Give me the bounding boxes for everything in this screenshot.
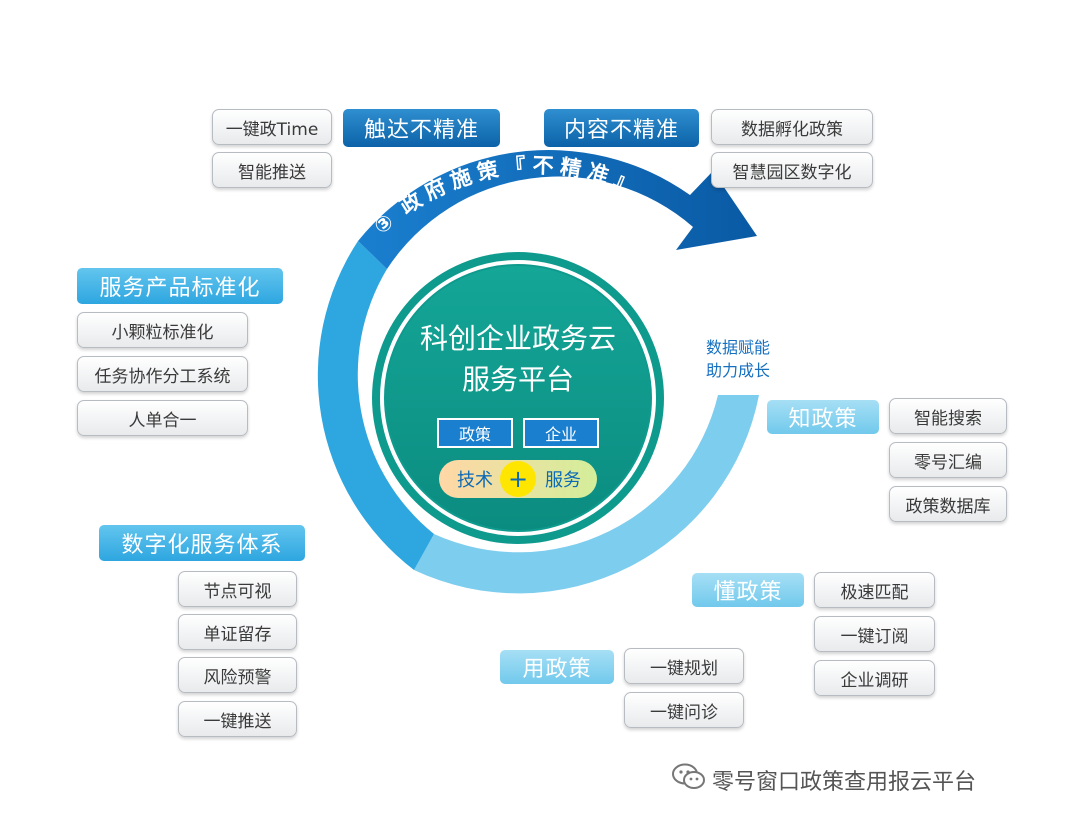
watermark-text: 零号窗口政策查用报云平台 (712, 770, 977, 795)
item-one-click-diagnose: 一键问诊 (624, 692, 744, 728)
wechat-icon (672, 763, 706, 797)
ring-segment-left (317, 241, 434, 570)
arc-left-number: ② (293, 296, 324, 327)
label-reach-imprecise: 触达不精准 (343, 109, 500, 147)
item-one-click-time: 一键政Time (212, 109, 332, 145)
item-person-order-unity: 人单合一 (77, 400, 248, 436)
note-line2: 助力成长 (706, 361, 771, 380)
item-one-click-push: 一键推送 (178, 701, 297, 737)
tag-policy (437, 418, 513, 448)
tag-enterprise-text: 企业 (545, 425, 577, 444)
data-empower-note: 数据赋能 助力成长 (706, 336, 770, 382)
item-smart-push: 智能推送 (212, 152, 332, 188)
item-granular-standard: 小颗粒标准化 (77, 312, 248, 348)
tag-enterprise (523, 418, 599, 448)
item-one-click-subscribe: 一键订阅 (814, 616, 935, 652)
ring-segment-bottom (414, 395, 759, 594)
ring-segment-top (358, 150, 757, 269)
center-title-line1: 科创企业政务云 (420, 322, 616, 355)
label-know-policy: 知政策 (767, 400, 879, 434)
watermark: 零号窗口政策查用报云平台 (672, 763, 976, 797)
item-policy-database: 政策数据库 (889, 486, 1007, 522)
tag-policy-text: 政策 (459, 425, 491, 444)
label-digital-service-system: 数字化服务体系 (99, 525, 305, 561)
item-data-incubate-policy: 数据孵化政策 (711, 109, 873, 145)
item-node-visible: 节点可视 (178, 571, 297, 607)
item-task-collab-system: 任务协作分工系统 (77, 356, 248, 392)
item-enterprise-survey: 企业调研 (814, 660, 935, 696)
note-line1: 数据赋能 (706, 338, 771, 357)
center-white-ring (380, 260, 656, 536)
pill-tech-text: 技术 (457, 470, 493, 491)
item-risk-warning: 风险预警 (178, 657, 297, 693)
label-use-policy: 用政策 (500, 650, 614, 684)
label-content-imprecise: 内容不精准 (544, 109, 699, 147)
item-fast-match: 极速匹配 (814, 572, 935, 608)
arc-bottom-number: ① (493, 605, 520, 632)
item-smart-park-digital: 智慧园区数字化 (711, 152, 873, 188)
item-document-retention: 单证留存 (178, 614, 297, 650)
item-one-click-plan: 一键规划 (624, 648, 744, 684)
item-zero-compilation: 零号汇编 (889, 442, 1007, 478)
plus-circle (500, 461, 536, 497)
pill-service-text: 服务 (545, 470, 581, 491)
center-title-line2: 服务平台 (462, 363, 574, 396)
pill-plus-text: + (508, 465, 528, 493)
label-service-standardization: 服务产品标准化 (77, 268, 283, 304)
item-smart-search: 智能搜索 (889, 398, 1007, 434)
label-understand-policy: 懂政策 (692, 573, 804, 607)
